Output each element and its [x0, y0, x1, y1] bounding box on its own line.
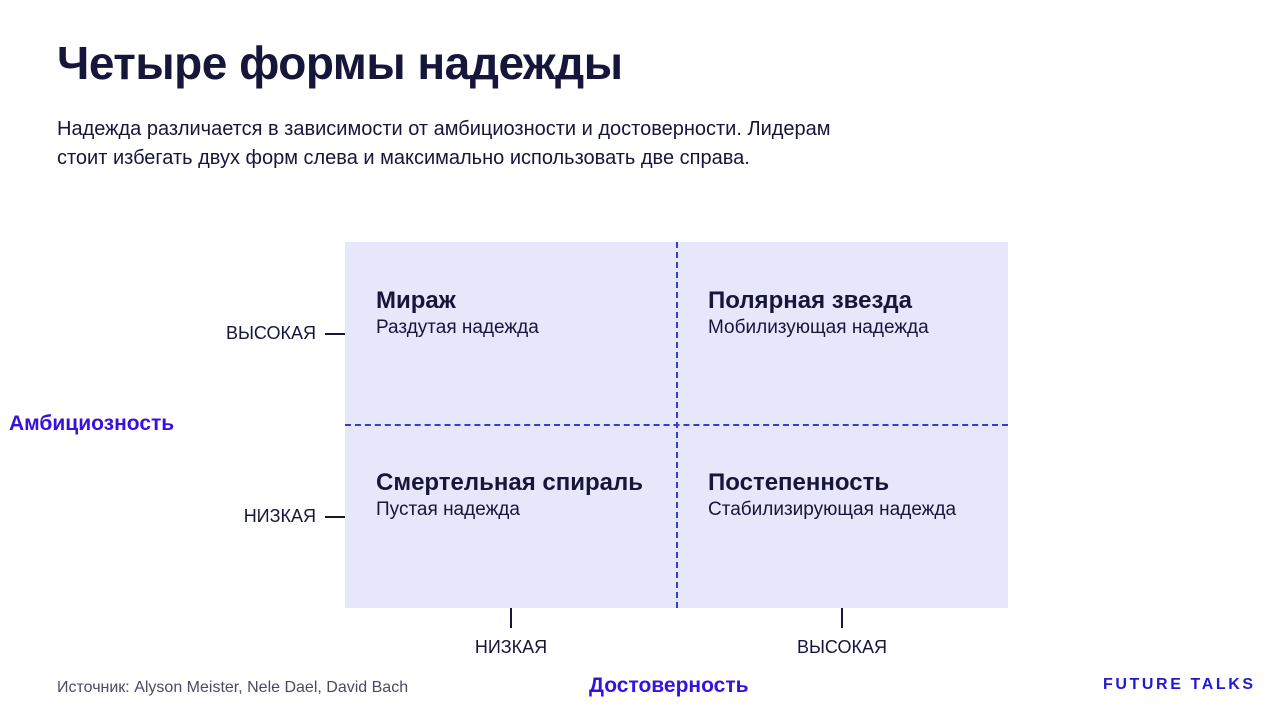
slide-title: Четыре формы надежды	[57, 37, 623, 89]
y-tick-label-high: ВЫСОКАЯ	[225, 323, 316, 343]
quadrant-subtitle: Мобилизующая надежда	[708, 317, 929, 338]
brand-logo: FUTURE TALKS	[1103, 676, 1256, 693]
quadrant-title: Мираж	[376, 287, 456, 314]
x-tick-label-low: НИЗКАЯ	[474, 637, 548, 657]
quadrant-title: Постепенность	[708, 469, 890, 496]
y-tick-low	[325, 516, 345, 518]
y-tick-label-low: НИЗКАЯ	[243, 506, 316, 526]
x-tick-label-high: ВЫСОКАЯ	[796, 637, 888, 657]
y-tick-high	[325, 333, 345, 335]
x-axis-title: Достоверность	[589, 674, 749, 697]
quadrant-gradualism: Постепенность Стабилизирующая надежда	[708, 469, 1008, 523]
quadrant-mirage: Мираж Раздутая надежда	[376, 287, 676, 341]
x-tick-high	[841, 608, 843, 628]
quadrant-death-spiral: Смертельная спираль Пустая надежда	[376, 469, 676, 523]
quadrant-subtitle: Стабилизирующая надежда	[708, 499, 957, 520]
quadrant-subtitle: Пустая надежда	[376, 499, 520, 520]
quadrant-title: Полярная звезда	[708, 287, 912, 314]
slide-subtitle: Надежда различается в зависимости от амб…	[57, 118, 831, 169]
quadrant-north-star: Полярная звезда Мобилизующая надежда	[708, 287, 1008, 341]
quadrant-title: Смертельная спираль	[376, 469, 643, 496]
hope-matrix: Мираж Раздутая надежда Полярная звезда М…	[345, 242, 1008, 608]
x-tick-low	[510, 608, 512, 628]
horizontal-divider	[345, 424, 1008, 426]
source-citation: Источник: Alyson Meister, Nele Dael, Dav…	[57, 679, 409, 696]
quadrant-subtitle: Раздутая надежда	[376, 317, 539, 338]
y-axis-title: Амбициозность	[9, 412, 175, 435]
